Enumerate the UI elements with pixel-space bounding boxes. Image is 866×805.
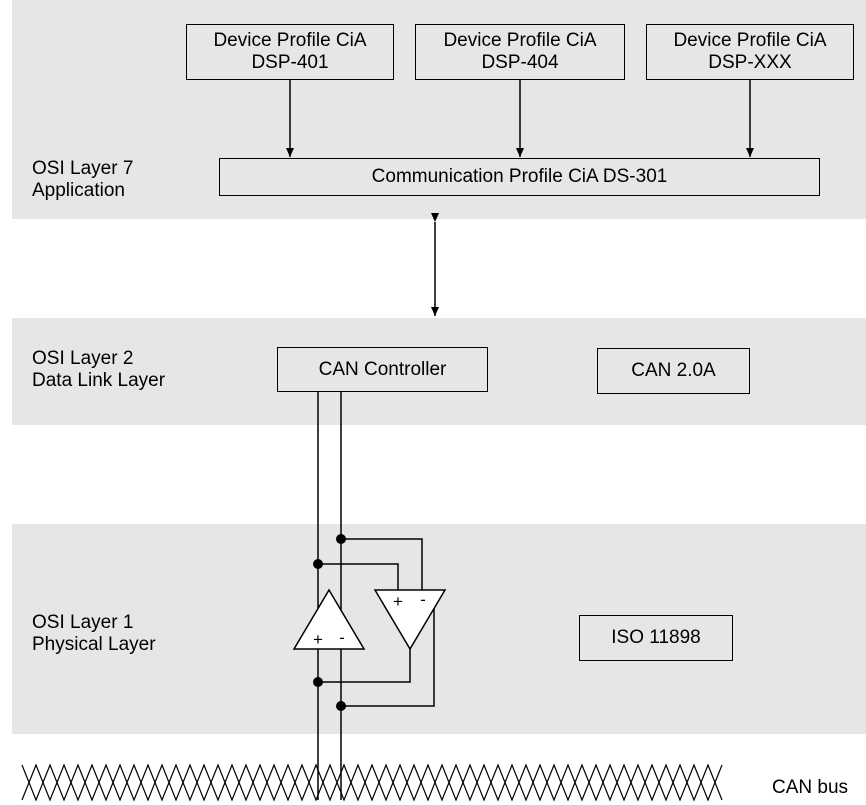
junction-dot bbox=[313, 559, 323, 569]
device-profile-box-xxx: Device Profile CiA DSP-XXX bbox=[646, 24, 854, 80]
device-profile-404-line2: DSP-404 bbox=[481, 52, 559, 73]
device-profile-xxx-line2: DSP-XXX bbox=[708, 52, 792, 73]
communication-profile-box: Communication Profile CiA DS-301 bbox=[219, 158, 820, 196]
driver-minus-sign: - bbox=[339, 628, 345, 647]
device-profile-401-line2: DSP-401 bbox=[251, 52, 329, 73]
can-bus-label: CAN bus bbox=[772, 777, 848, 798]
datalink-layer-label-line1: OSI Layer 2 bbox=[32, 348, 134, 369]
can-bus-twisted-pair bbox=[21, 763, 723, 802]
receiver-amplifier bbox=[373, 589, 447, 651]
iso-standard-box: ISO 11898 bbox=[579, 615, 733, 661]
driver-amplifier bbox=[292, 588, 366, 650]
device-profile-404-line1: Device Profile CiA bbox=[443, 30, 597, 51]
can-controller-label: CAN Controller bbox=[318, 358, 447, 380]
can-bus-wire-low bbox=[21, 763, 723, 802]
wire-rx-bottom bbox=[341, 590, 435, 707]
physical-layer-label: OSI Layer 1 Physical Layer bbox=[32, 612, 156, 656]
wire-tx-top bbox=[318, 563, 399, 590]
datalink-layer-label-line2: Data Link Layer bbox=[32, 370, 166, 391]
iso-standard-label: ISO 11898 bbox=[611, 627, 701, 648]
can-standard-label: CAN 2.0A bbox=[631, 360, 716, 381]
can-bus-wire-high bbox=[21, 763, 723, 802]
junction-dot bbox=[336, 701, 346, 711]
junction-dot bbox=[336, 534, 346, 544]
receiver-plus-sign: + bbox=[393, 592, 403, 611]
application-layer-label: OSI Layer 7 Application bbox=[32, 158, 133, 202]
communication-profile-label: Communication Profile CiA DS-301 bbox=[371, 166, 668, 187]
wire-tx-bottom bbox=[318, 649, 411, 683]
can-controller-box: CAN Controller bbox=[277, 347, 488, 392]
device-profile-401-line1: Device Profile CiA bbox=[213, 30, 367, 51]
device-profile-box-404: Device Profile CiA DSP-404 bbox=[415, 24, 625, 80]
driver-plus-sign: + bbox=[313, 630, 323, 649]
physical-layer-label-line1: OSI Layer 1 bbox=[32, 612, 134, 633]
wire-rx-top bbox=[341, 538, 423, 590]
datalink-layer-label: OSI Layer 2 Data Link Layer bbox=[32, 348, 165, 392]
physical-layer-label-line2: Physical Layer bbox=[32, 634, 156, 655]
receiver-minus-sign: - bbox=[420, 590, 426, 609]
junction-dot bbox=[313, 677, 323, 687]
device-profile-box-401: Device Profile CiA DSP-401 bbox=[186, 24, 394, 80]
application-layer-label-line1: OSI Layer 7 bbox=[32, 158, 134, 179]
application-layer-label-line2: Application bbox=[32, 180, 125, 201]
device-profile-xxx-line1: Device Profile CiA bbox=[673, 30, 827, 51]
can-standard-box: CAN 2.0A bbox=[597, 348, 750, 394]
